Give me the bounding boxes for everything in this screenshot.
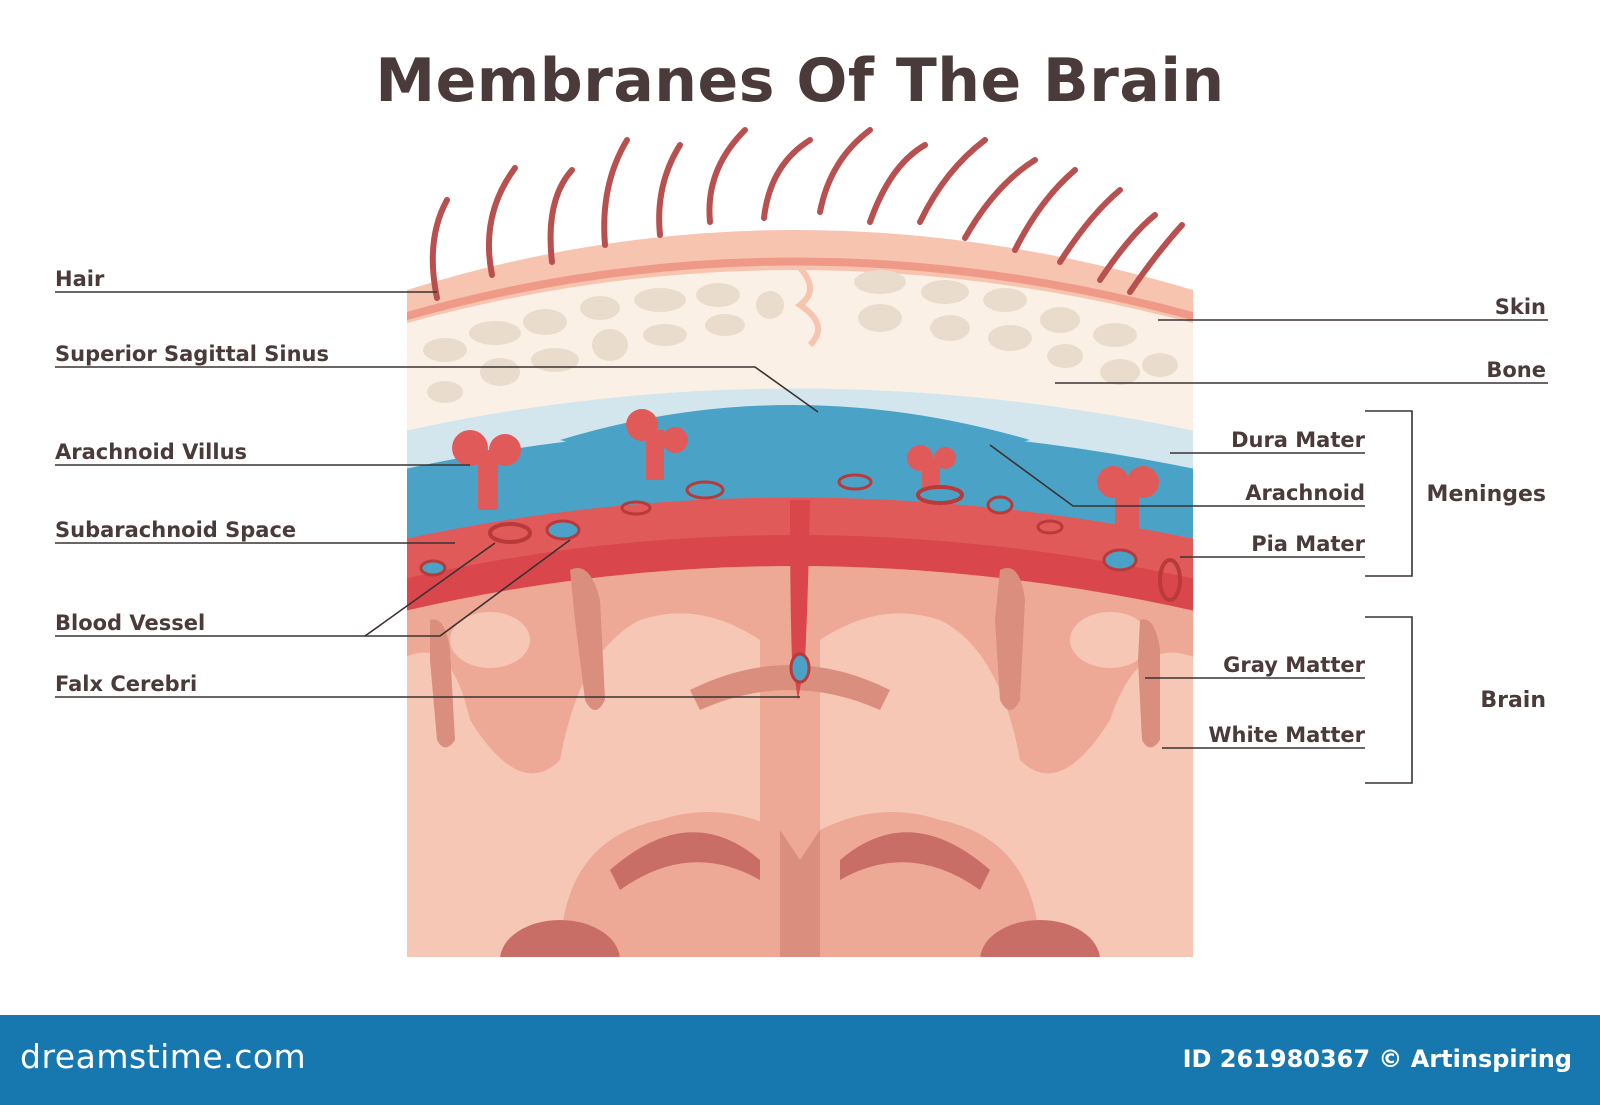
footer-bar: dreamstime.com ID 261980367 © Artinspiri… (0, 1015, 1600, 1105)
cross-section (400, 150, 1200, 1000)
label-gray-matter: Gray Matter (1223, 653, 1366, 677)
label-bone: Bone (1486, 358, 1546, 382)
label-falx-cerebri: Falx Cerebri (55, 672, 197, 696)
label-arachnoid: Arachnoid (1245, 481, 1365, 505)
label-skin: Skin (1495, 295, 1546, 319)
label-blood-vessel: Blood Vessel (55, 611, 205, 635)
brain-membranes-diagram: Hair Superior Sagittal Sinus Arachnoid V… (0, 0, 1600, 1010)
label-white-matter: White Matter (1208, 723, 1365, 747)
label-arachnoid-villus: Arachnoid Villus (55, 440, 247, 464)
label-pia-mater: Pia Mater (1251, 532, 1365, 556)
label-group-meninges: Meninges (1427, 482, 1546, 507)
label-superior-sagittal-sinus: Superior Sagittal Sinus (55, 342, 329, 366)
label-hair: Hair (55, 267, 105, 291)
brand-logo[interactable]: dreamstime.com (20, 1037, 306, 1076)
label-group-brain: Brain (1480, 688, 1546, 713)
label-subarachnoid-space: Subarachnoid Space (55, 518, 296, 542)
falx-vessel (791, 654, 809, 682)
image-id-credit: ID 261980367 © Artinspiring (1183, 1045, 1572, 1073)
label-dura-mater: Dura Mater (1231, 428, 1366, 452)
